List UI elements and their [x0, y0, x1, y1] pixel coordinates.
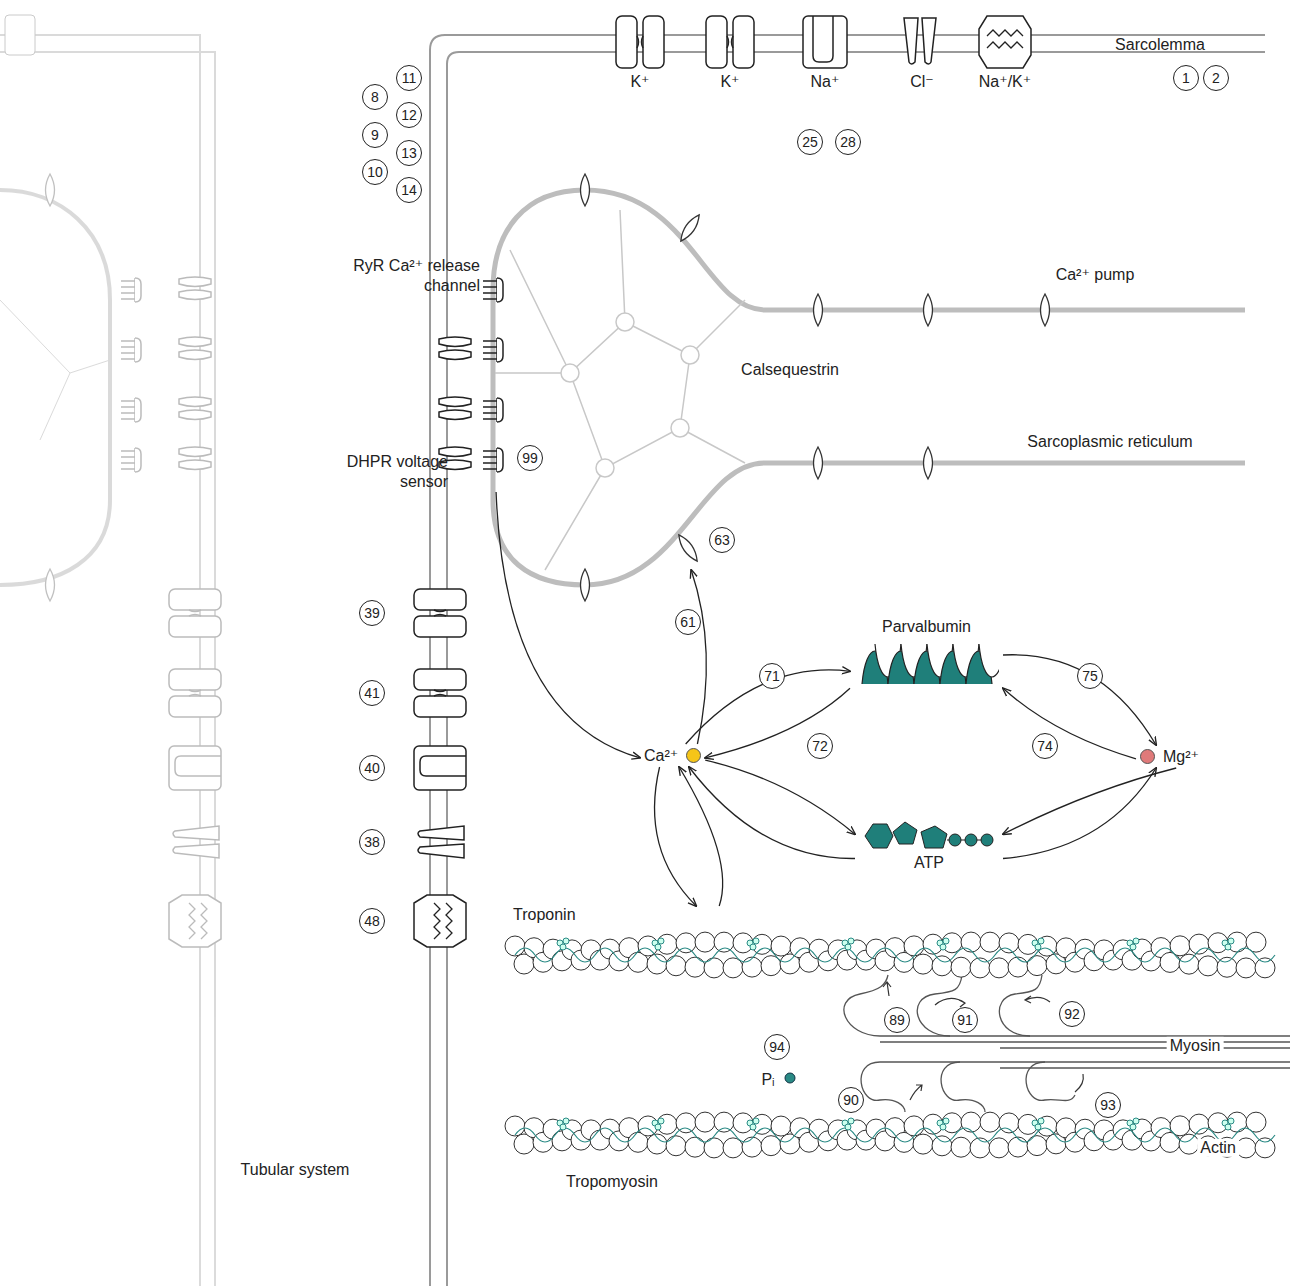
- callout-number: 93: [1095, 1092, 1121, 1118]
- callout-number: 72: [807, 733, 833, 759]
- callout-number: 89: [884, 1007, 910, 1033]
- callout-number: 10: [362, 159, 388, 185]
- part-label: Calsequestrin: [741, 361, 839, 379]
- callout-number: 28: [835, 129, 861, 155]
- dhpr-voltage-sensor: DHPR voltage sensor: [336, 452, 520, 492]
- reaction-arrow: [705, 760, 855, 834]
- part-label: Tubular system: [241, 1161, 350, 1179]
- callout-number: 1: [1173, 65, 1199, 91]
- troponin-filament: Troponin: [505, 906, 1270, 984]
- reaction-arrow: [691, 570, 706, 744]
- node-text: ATP: [859, 854, 999, 872]
- atp-icon: [859, 818, 999, 854]
- part-label: K⁺: [630, 73, 649, 91]
- part-label: Na⁺: [811, 73, 840, 91]
- callout-number: 9: [362, 122, 388, 148]
- calcium-pump: 63: [672, 526, 736, 570]
- part-label: Actin: [1197, 1139, 1239, 1157]
- part-label: Sarcoplasmic reticulum: [1027, 433, 1192, 451]
- calcium-ion: Ca²⁺: [640, 744, 705, 767]
- node-text: Parvalbumin: [854, 618, 999, 636]
- atp-molecule: ATP: [855, 818, 1003, 872]
- part-label: Sarcolemma: [1115, 36, 1205, 54]
- callout-number: 41: [359, 680, 385, 706]
- callout-number: 90: [838, 1087, 864, 1113]
- part-label: K⁺: [720, 73, 739, 91]
- reaction-arrow: [1003, 688, 1136, 759]
- callout-number: 48: [359, 908, 385, 934]
- parvalbumin-protein: Parvalbumin: [850, 618, 1003, 692]
- node-text: Troponin: [510, 906, 579, 924]
- part-label: RyR Ca²⁺ release channel: [330, 256, 480, 296]
- reaction-arrow: [689, 767, 855, 859]
- callout-number: 13: [396, 140, 422, 166]
- callout-number: 61: [675, 609, 701, 635]
- callout-number: 94: [764, 1034, 790, 1060]
- node-text: Ca²⁺: [644, 746, 678, 765]
- callout-number: 75: [1077, 663, 1103, 689]
- node-text: DHPR voltage sensor: [336, 452, 448, 492]
- helix-icon: [854, 636, 999, 692]
- reaction-arrow: [496, 492, 640, 758]
- callout-number: 38: [359, 829, 385, 855]
- callout-number: 12: [396, 102, 422, 128]
- callout-number: 2: [1203, 65, 1229, 91]
- callout-number: 74: [1032, 733, 1058, 759]
- part-label: Cl⁻: [910, 73, 934, 91]
- callout-number: 8: [362, 84, 388, 110]
- callout-number: 99: [517, 445, 543, 471]
- node-text: 63: [709, 527, 735, 553]
- callout-number: 11: [396, 65, 422, 91]
- ion-dot: [1140, 749, 1155, 764]
- reaction-arrow: [1003, 655, 1156, 745]
- callout-number: 14: [396, 177, 422, 203]
- part-label: Tropomyosin: [566, 1173, 658, 1191]
- callout-number: 71: [759, 663, 785, 689]
- part-label: Ca²⁺ pump: [1056, 266, 1135, 284]
- part-label: Myosin: [1167, 1037, 1224, 1055]
- node-text: Mg²⁺: [1163, 747, 1199, 766]
- reaction-arrow: [1003, 768, 1156, 859]
- part-label: Na⁺/K⁺: [979, 73, 1031, 91]
- callout-number: 40: [359, 755, 385, 781]
- ion-dot: [686, 748, 701, 763]
- reaction-arrow: [655, 767, 697, 906]
- part-label: Pᵢ: [761, 1071, 774, 1089]
- callout-number: 39: [359, 600, 385, 626]
- callout-number: 92: [1059, 1001, 1085, 1027]
- callout-number: 91: [952, 1007, 978, 1033]
- callout-number: 25: [797, 129, 823, 155]
- reaction-arrow: [679, 767, 723, 906]
- magnesium-ion: Mg²⁺: [1136, 745, 1203, 768]
